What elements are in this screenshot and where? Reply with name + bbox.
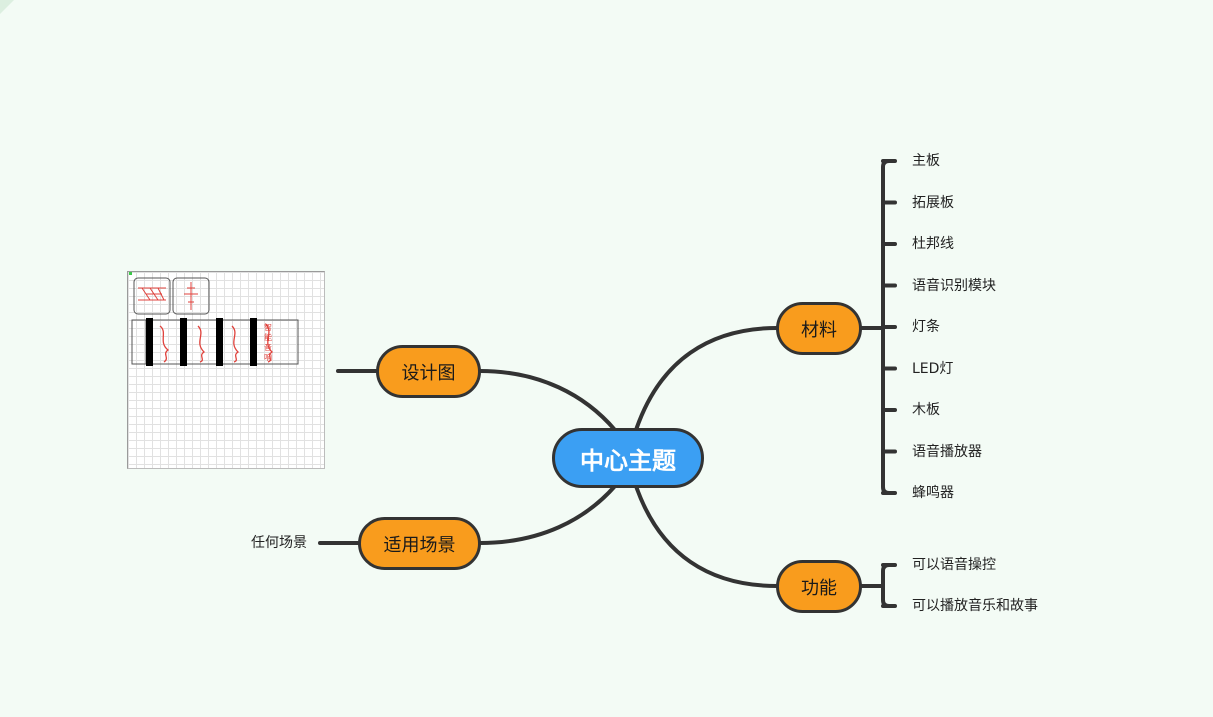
materials-leaf[interactable]: LED灯 [912,360,954,377]
materials-leaf[interactable]: 语音识别模块 [912,277,996,294]
connector-center-design [478,369,617,432]
design-image-char: 响 [264,352,272,362]
design-image-char: 智 [264,322,272,332]
bracket-functions [881,563,897,608]
functions-leaf[interactable]: 可以语音操控 [912,557,996,573]
materials-leaf[interactable]: 蜂鸣器 [912,485,954,501]
branch-design[interactable]: 设计图 [376,345,481,398]
connector-center-materials [634,326,779,432]
connector-center-scenes [478,484,617,545]
design-image-char: 音 [264,342,272,352]
design-image-char: 能 [264,332,272,342]
branch-materials[interactable]: 材料 [776,302,862,355]
branch-scenes[interactable]: 适用场景 [358,517,481,570]
functions-leaf[interactable]: 可以播放音乐和故事 [912,598,1038,614]
materials-leaf[interactable]: 主板 [912,153,940,169]
materials-leaf[interactable]: 杜邦线 [912,236,954,252]
materials-leaf[interactable]: 拓展板 [912,194,954,211]
corner-mark [0,0,14,14]
materials-leaf[interactable]: 木板 [912,402,940,418]
bracket-materials [881,159,897,495]
design-image[interactable]: 智能音响 [127,271,325,469]
leaf-scene-any[interactable]: 任何场景 [251,535,307,551]
materials-leaf[interactable]: 灯条 [912,319,940,335]
center-topic[interactable]: 中心主题 [552,428,704,488]
functions-bracket-spine [881,563,891,608]
connector-center-functions [634,484,779,588]
branch-functions[interactable]: 功能 [776,560,862,613]
materials-leaf[interactable]: 语音播放器 [912,443,982,460]
